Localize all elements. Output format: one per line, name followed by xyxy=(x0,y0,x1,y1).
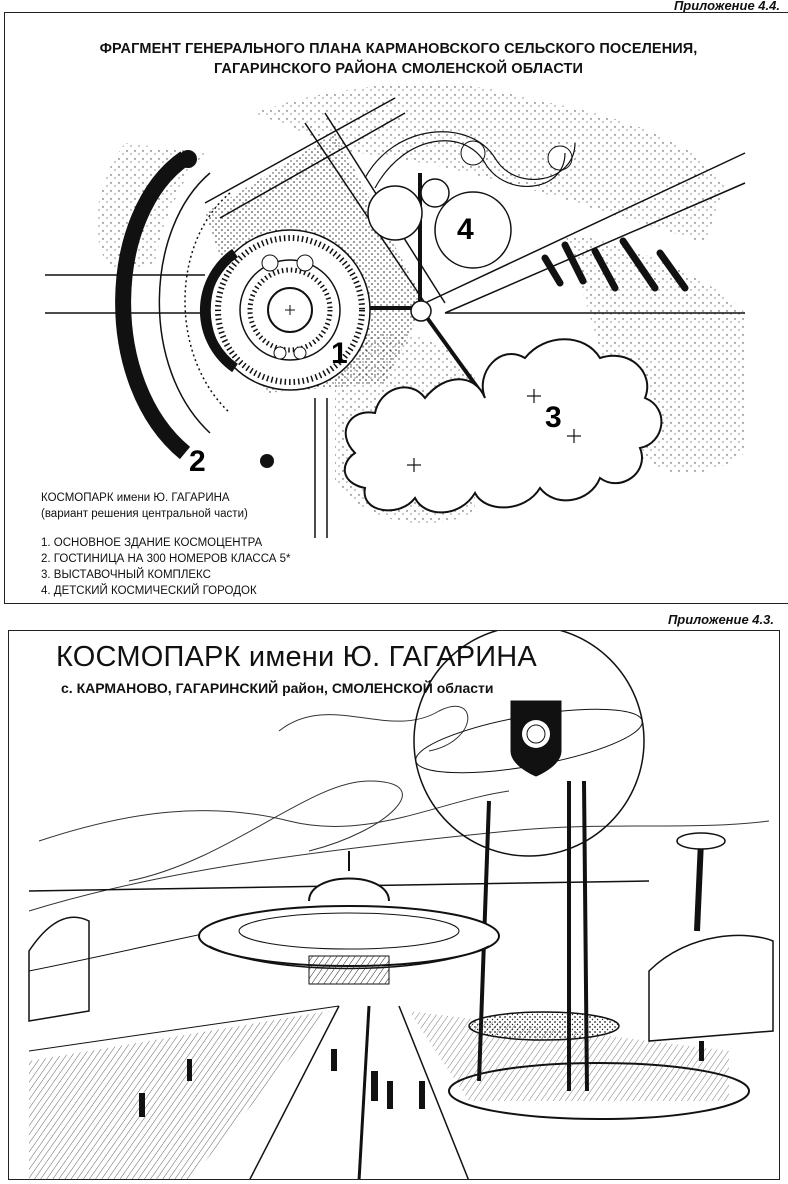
legend-item: 4. ДЕТСКИЙ КОСМИЧЕСКИЙ ГОРОДОК xyxy=(41,585,257,597)
legend-subtitle: (вариант решения центральной части) xyxy=(41,508,248,520)
site-plan-panel: ФРАГМЕНТ ГЕНЕРАЛЬНОГО ПЛАНА КАРМАНОВСКОГ… xyxy=(4,12,788,604)
appendix-label-bottom: Приложение 4.3. xyxy=(667,612,774,627)
forest-right xyxy=(565,233,745,474)
plan-number-2: 2 xyxy=(189,445,206,478)
plan-title-line1: ФРАГМЕНТ ГЕНЕРАЛЬНОГО ПЛАНА КАРМАНОВСКОГ… xyxy=(99,41,698,57)
site-plan-drawing: 1 2 3 4 xyxy=(45,83,746,538)
forest-top xyxy=(255,83,725,243)
plan-number-3: 3 xyxy=(545,401,562,434)
plan-legend: КОСМОПАРК имени Ю. ГАГАРИНА (вариант реш… xyxy=(41,490,291,599)
poster-subtitle: с. КАРМАНОВО, ГАГАРИНСКИЙ район, СМОЛЕНС… xyxy=(61,680,494,696)
perspective-panel: КОСМОПАРК имени Ю. ГАГАРИНА с. КАРМАНОВО… xyxy=(8,630,780,1180)
perspective-drawing xyxy=(28,631,774,1179)
plan-number-4: 4 xyxy=(457,213,474,246)
legend-title: КОСМОПАРК имени Ю. ГАГАРИНА xyxy=(41,492,230,504)
plan-title-line2: ГАГАРИНСКОГО РАЙОНА СМОЛЕНСКОЙ ОБЛАСТИ xyxy=(213,61,584,77)
plan-title: ФРАГМЕНТ ГЕНЕРАЛЬНОГО ПЛАНА КАРМАНОВСКОГ… xyxy=(5,39,788,79)
legend-item: 2. ГОСТИНИЦА НА 300 НОМЕРОВ КЛАССА 5* xyxy=(41,553,291,565)
legend-item: 1. ОСНОВНОЕ ЗДАНИЕ КОСМОЦЕНТРА xyxy=(41,537,263,549)
legend-item: 3. ВЫСТАВОЧНЫЙ КОМПЛЕКС xyxy=(41,569,211,581)
exhibition-cloud xyxy=(343,338,663,514)
plan-number-1: 1 xyxy=(331,337,348,370)
appendix-label-top: Приложение 4.4. xyxy=(673,0,780,13)
poster-title: КОСМОПАРК имени Ю. ГАГАРИНА xyxy=(56,641,537,673)
